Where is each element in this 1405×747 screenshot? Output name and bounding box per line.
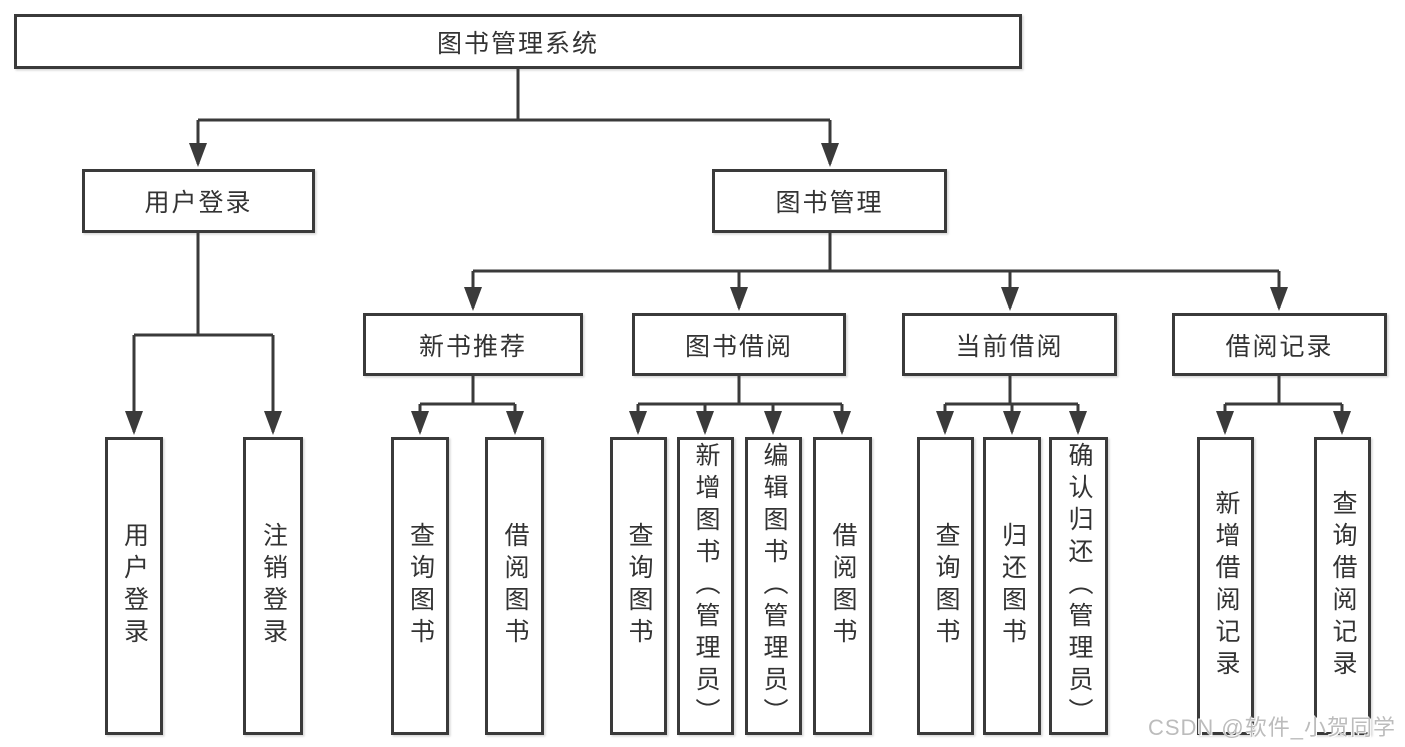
node-user-login: 用户登录 (82, 169, 315, 233)
node-label: 确认归还（管理员） (1065, 442, 1093, 730)
node-leaf-borrow-book: 借阅图书 (813, 437, 872, 735)
node-leaf-borrow-book-recommend: 借阅图书 (485, 437, 544, 735)
node-label: 借阅图书 (501, 522, 529, 650)
node-leaf-add-borrow-record: 新增借阅记录 (1197, 437, 1254, 735)
node-book-management: 图书管理 (712, 169, 947, 233)
arrowhead (1003, 411, 1021, 435)
node-leaf-query-book-current: 查询图书 (917, 437, 974, 735)
arrowhead (936, 411, 954, 435)
arrowhead (1069, 411, 1087, 435)
node-label: 图书管理 (775, 189, 884, 217)
arrowhead (696, 411, 714, 435)
node-label: 用户登录 (120, 522, 149, 650)
node-label: 新增图书（管理员） (692, 442, 720, 730)
node-leaf-return-book: 归还图书 (983, 437, 1041, 735)
node-label: 图书管理系统 (436, 29, 599, 58)
node-label: 查询图书 (406, 522, 435, 650)
arrowhead (1270, 287, 1288, 311)
node-leaf-query-book-borrowing: 查询图书 (610, 437, 667, 735)
arrowhead (125, 411, 143, 435)
node-root: 图书管理系统 (14, 14, 1022, 69)
arrowhead (833, 411, 851, 435)
node-label: 编辑图书（管理员） (760, 442, 788, 730)
node-label: 图书借阅 (684, 332, 793, 361)
node-new-book-recommend: 新书推荐 (363, 313, 583, 376)
arrowhead (411, 411, 429, 435)
node-label: 新增借阅记录 (1212, 490, 1240, 682)
node-label: 查询图书 (625, 522, 653, 650)
arrowhead (764, 411, 782, 435)
node-leaf-edit-book-admin: 编辑图书（管理员） (745, 437, 802, 735)
node-leaf-logout: 注销登录 (243, 437, 303, 735)
node-label: 借阅图书 (829, 522, 857, 650)
node-label: 新书推荐 (418, 332, 527, 361)
node-current-borrowing: 当前借阅 (902, 313, 1117, 376)
node-borrow-records: 借阅记录 (1172, 313, 1387, 376)
arrowhead (464, 287, 482, 311)
arrowhead (1001, 287, 1019, 311)
node-label: 查询借阅记录 (1329, 490, 1357, 682)
node-leaf-add-book-admin: 新增图书（管理员） (677, 437, 734, 735)
node-book-borrowing: 图书借阅 (632, 313, 846, 376)
arrowhead (629, 411, 647, 435)
node-leaf-user-login: 用户登录 (105, 437, 163, 735)
arrowhead (730, 287, 748, 311)
arrowhead (1216, 411, 1234, 435)
arrowhead (506, 411, 524, 435)
node-label: 注销登录 (259, 522, 288, 650)
node-leaf-confirm-return-admin: 确认归还（管理员） (1049, 437, 1108, 735)
node-label: 借阅记录 (1225, 332, 1334, 361)
node-label: 查询图书 (932, 522, 960, 650)
arrowhead (1333, 411, 1351, 435)
node-label: 用户登录 (144, 189, 253, 217)
arrowhead (189, 143, 207, 167)
arrowhead (264, 411, 282, 435)
node-label: 当前借阅 (955, 332, 1064, 361)
node-leaf-query-book-recommend: 查询图书 (391, 437, 449, 735)
node-label: 归还图书 (998, 522, 1027, 650)
csdn-watermark: CSDN @软件_小贺同学 (1147, 715, 1396, 740)
node-leaf-query-borrow-record: 查询借阅记录 (1314, 437, 1371, 735)
arrowhead (821, 143, 839, 167)
